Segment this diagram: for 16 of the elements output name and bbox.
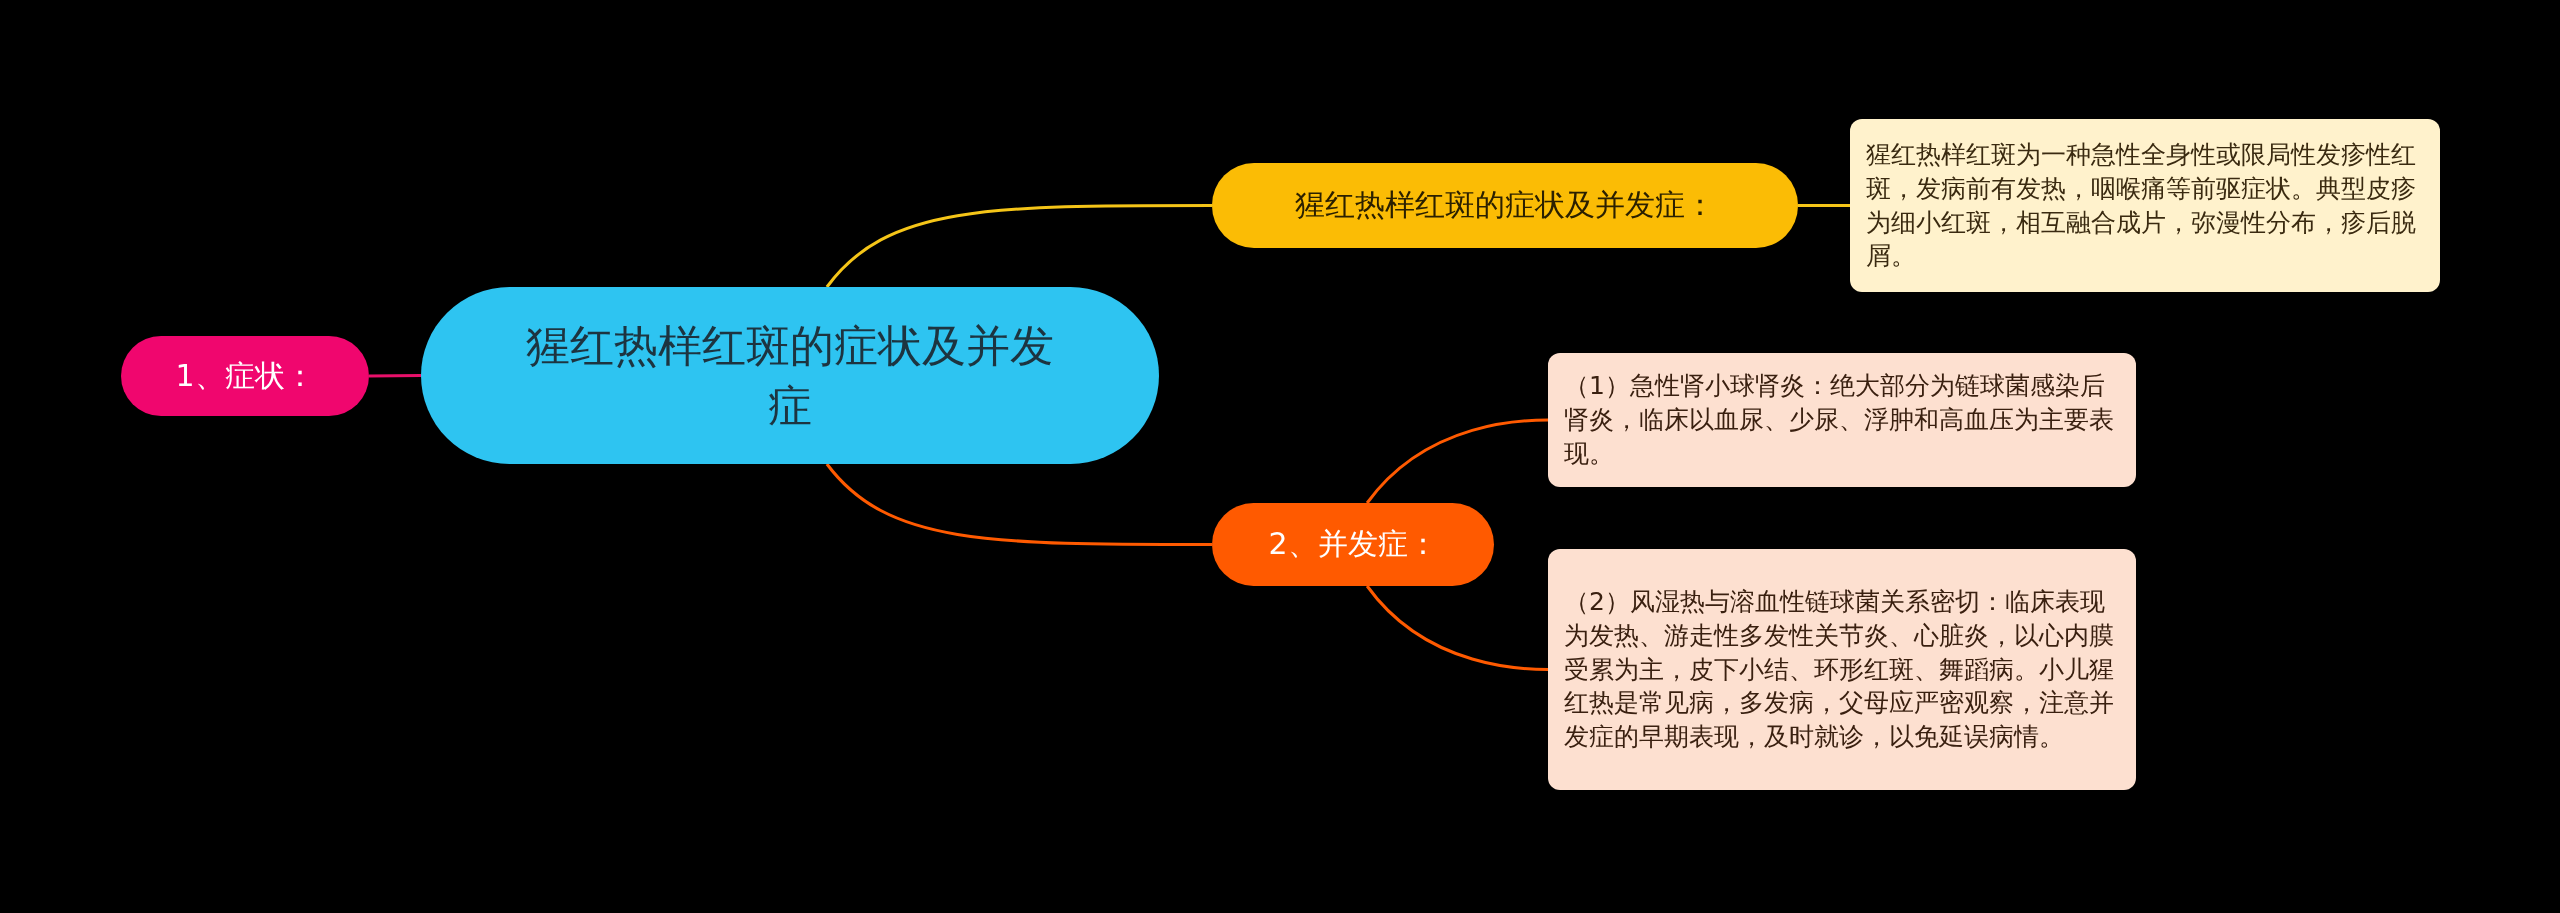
connector-line xyxy=(825,204,1212,288)
node-text: 猩红热样红斑为一种急性全身性或限局性发疹性红斑，发病前有发热，咽喉痛等前驱症状。典型皮疹为细小红斑，相互融合成片，弥漫性分布，疹后脱屑。 xyxy=(1866,139,2417,273)
node-text: 猩红热样红斑的症状及并发症 xyxy=(525,319,1055,433)
node-text: 1、症状： xyxy=(175,356,315,395)
node-text: （1）急性肾小球肾炎：绝大部分为链球菌感染后肾炎，临床以血尿、少尿、浮肿和高血压为主要表现。 xyxy=(1564,370,2115,470)
node-text: （2）风湿热与溶血性链球菌关系密切：临床表现为发热、游走性多发性关节炎、心脏炎，以心内膜受累为主，皮下小结、环形红斑、舞蹈病。小儿猩红热是常见病，多发病，父母应严密观察，注意并发症的早期表现，及时就诊，以免延误病情。 xyxy=(1564,586,2115,754)
note-card xyxy=(1548,549,2136,790)
note-card xyxy=(1548,353,2136,487)
connector-line xyxy=(1365,585,1548,671)
connector-line xyxy=(369,374,421,378)
note-card xyxy=(1850,119,2440,292)
connector-line xyxy=(825,463,1212,546)
connector-line xyxy=(1365,418,1548,504)
node-text: 猩红热样红斑的症状及并发症： xyxy=(1295,186,1715,225)
connector-line xyxy=(1798,204,1850,207)
node-text: 2、并发症： xyxy=(1268,525,1438,564)
